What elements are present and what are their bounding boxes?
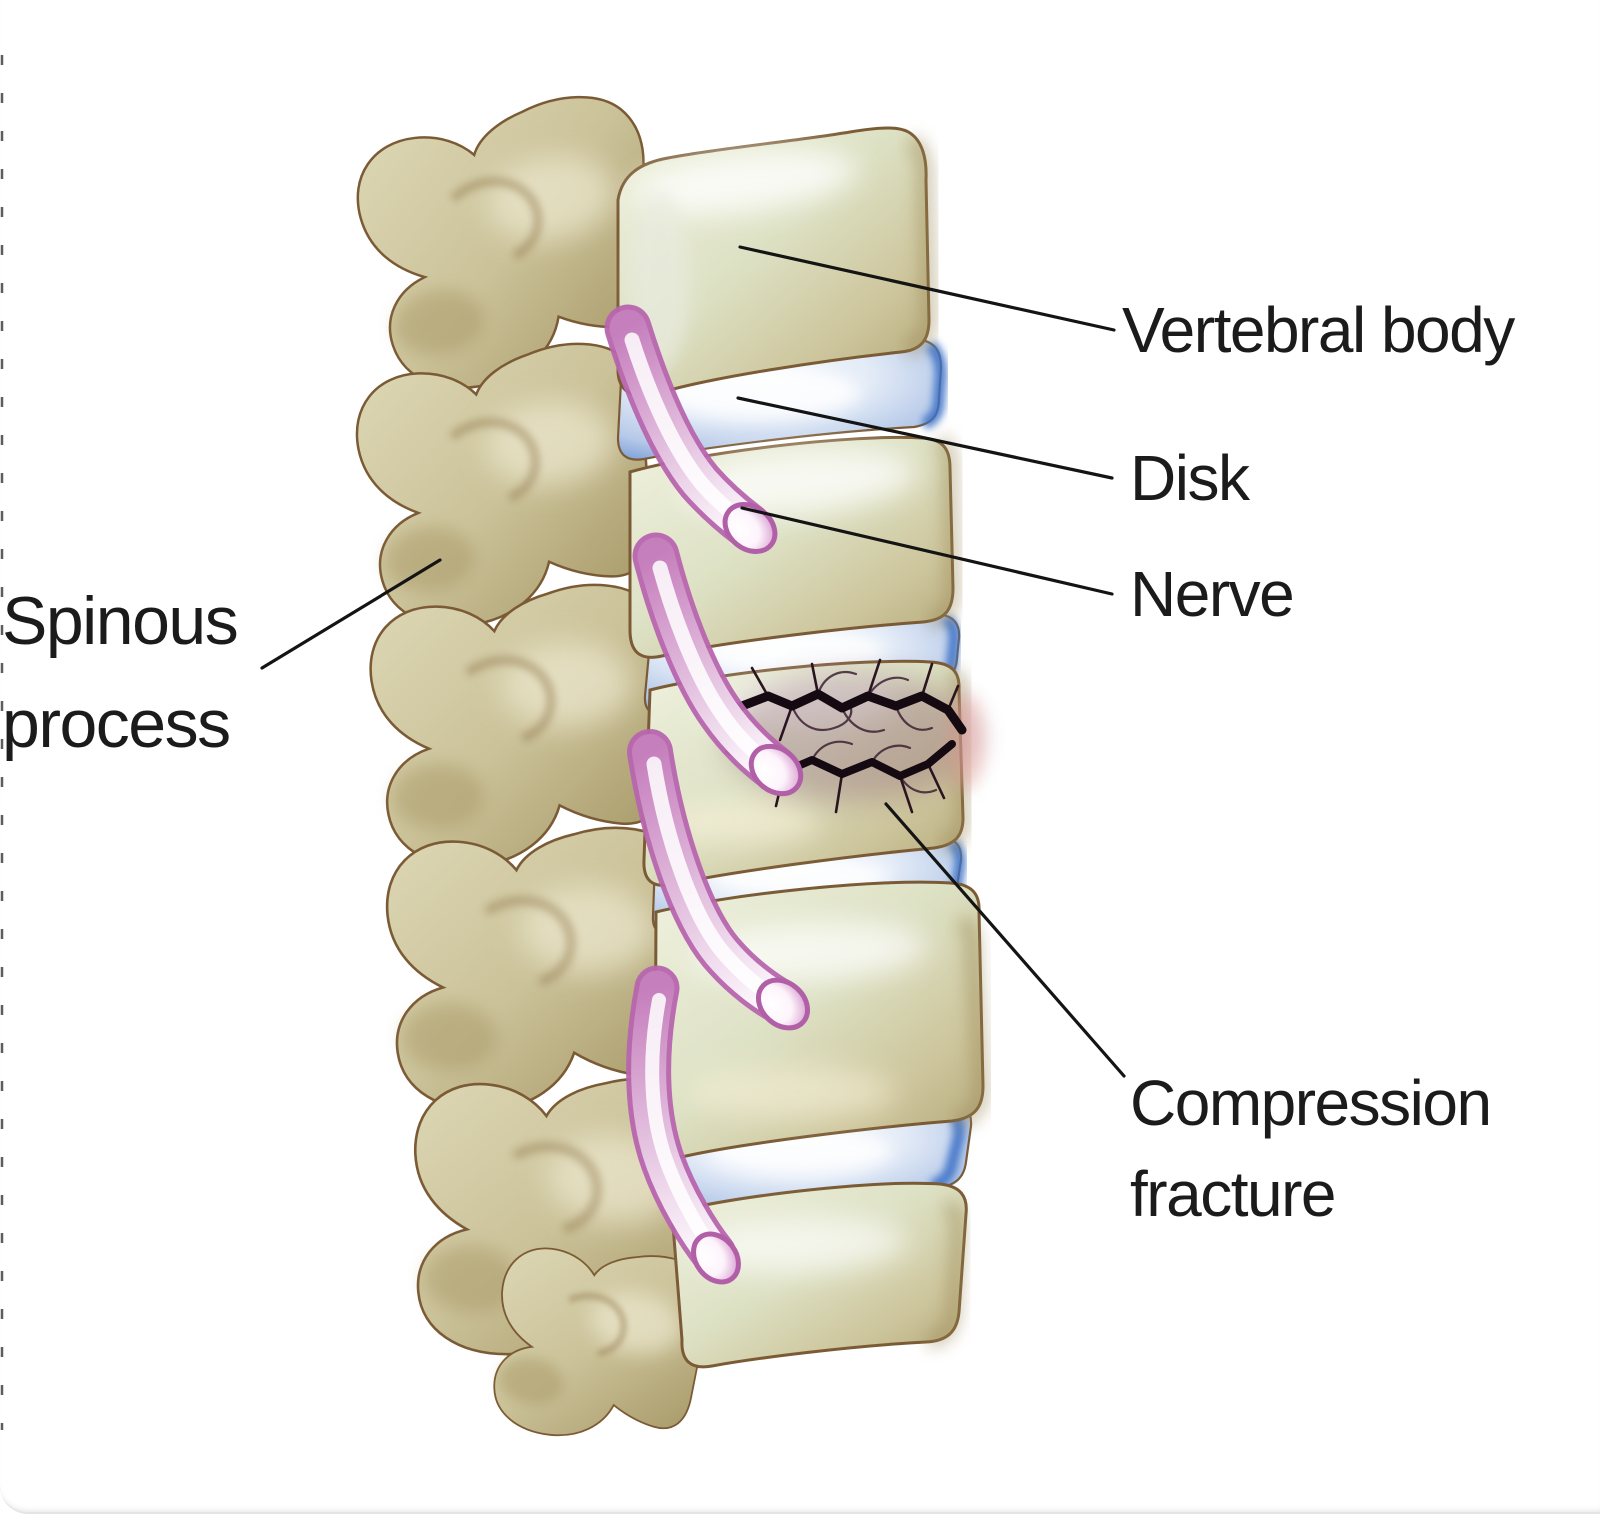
leader-nerve (740, 506, 1114, 596)
posterior-element-3 (368, 582, 673, 869)
label-spinous-process: Spinous process (2, 570, 239, 777)
label-disk: Disk (1130, 432, 1250, 525)
fracture-main-crack-upper (737, 689, 967, 735)
label-text: Spinous (2, 583, 239, 659)
label-text: fracture (1130, 1157, 1336, 1230)
label-vertebral-body: Vertebral body (1122, 284, 1515, 377)
leader-vertebral-body (738, 245, 1116, 332)
nerve-4 (626, 965, 741, 1285)
nerve-3 (627, 729, 810, 1031)
leader-spinous-process (260, 558, 442, 670)
nerves (604, 304, 810, 1285)
label-text: Disk (1130, 442, 1250, 514)
leader-disk (736, 396, 1114, 480)
label-nerve: Nerve (1130, 548, 1295, 641)
nerve-1 (604, 304, 778, 554)
nerve-2-cut-end (748, 743, 804, 797)
leader-compression-fracture (884, 802, 1126, 1078)
label-text: Compression (1130, 1067, 1492, 1139)
label-text: Vertebral body (1122, 294, 1515, 366)
nerve-2 (632, 532, 804, 797)
label-text: process (2, 686, 231, 763)
label-compression-fracture: Compression fracture (1130, 1058, 1492, 1240)
nerve-4-cut-end (691, 1231, 741, 1285)
label-text: Nerve (1130, 558, 1295, 630)
nerve-3-cut-end (756, 977, 810, 1031)
leader-lines (260, 245, 1126, 1078)
